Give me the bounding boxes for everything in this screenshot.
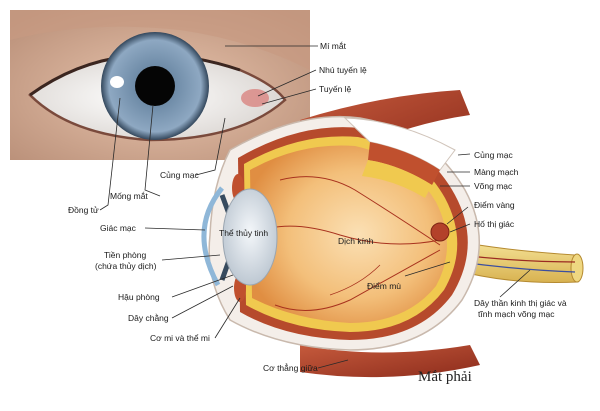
label-day-chang: Dây chằng bbox=[128, 313, 169, 323]
label-vong-mac: Võng mạc bbox=[474, 181, 513, 191]
label-hau-phong: Hậu phòng bbox=[118, 292, 160, 302]
label-cung-mac-right: Củng mạc bbox=[474, 150, 513, 160]
eye-photo bbox=[10, 10, 310, 160]
label-tien-phong: Tiền phòng bbox=[104, 250, 146, 260]
label-dich-kinh: Dịch kính bbox=[338, 236, 374, 246]
label-co-thang-giua: Cơ thẳng giữa bbox=[263, 362, 318, 373]
label-diem-vang: Điểm vàng bbox=[474, 200, 515, 210]
label-day-than-kinh: Dây thần kinh thị giác và bbox=[474, 298, 567, 308]
label-cung-mac-left: Củng mạc bbox=[160, 170, 199, 180]
diagram-title: Mắt phải bbox=[418, 369, 472, 385]
label-day-than-kinh-sub: tĩnh mạch võng mạc bbox=[478, 309, 555, 319]
label-mi-mat: Mí mắt bbox=[320, 41, 347, 51]
eyeball-section bbox=[201, 115, 480, 351]
label-dong-tu: Đồng tử bbox=[68, 205, 99, 215]
label-diem-mu: Điểm mù bbox=[367, 281, 401, 291]
leader-lines bbox=[99, 45, 531, 369]
label-tuyen-le: Tuyến lệ bbox=[319, 84, 352, 94]
label-mong-mat: Mống mắt bbox=[110, 191, 148, 201]
label-giac-mac: Giác mạc bbox=[100, 223, 137, 233]
label-co-mi: Cơ mi và thể mi bbox=[150, 333, 210, 343]
label-nhu-tuyen-le: Nhú tuyến lệ bbox=[319, 65, 367, 75]
label-tien-phong-sub: (chứa thủy dịch) bbox=[95, 261, 157, 271]
label-ho-thi-giac: Hố thị giác bbox=[474, 219, 515, 229]
lower-muscle bbox=[300, 345, 480, 378]
label-the-thuy-tinh: Thể thủy tinh bbox=[219, 228, 268, 238]
label-mang-mach: Màng mạch bbox=[474, 167, 519, 177]
